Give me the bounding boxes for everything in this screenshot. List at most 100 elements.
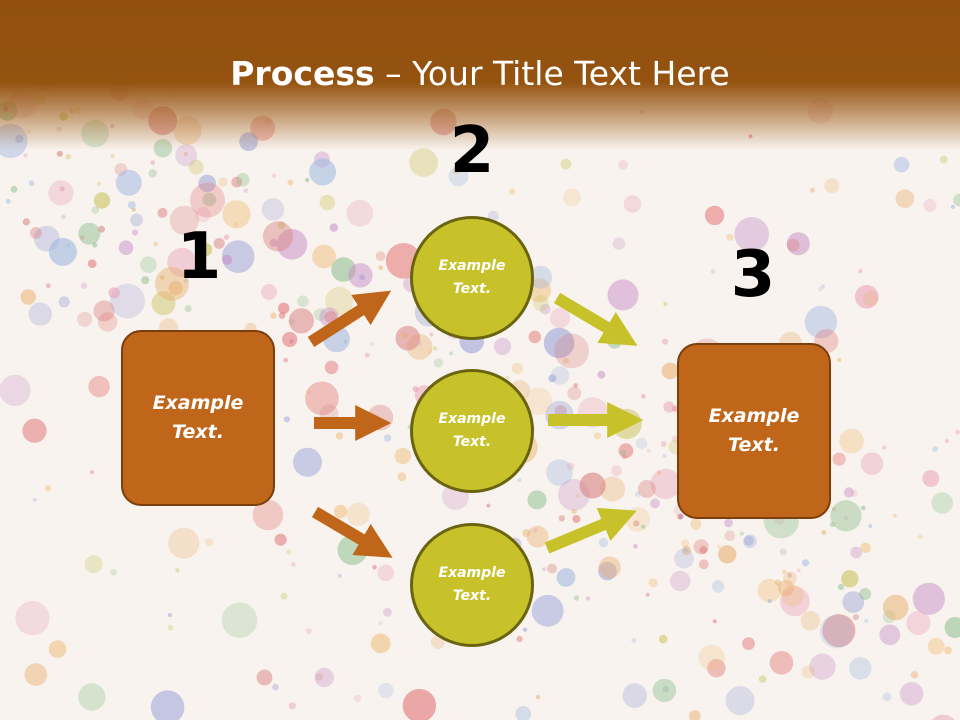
- bubble: [183, 152, 188, 157]
- bubble: [769, 651, 794, 675]
- bubble: [288, 308, 314, 334]
- bubble: [110, 569, 117, 576]
- bubble: [375, 251, 386, 261]
- bubble: [726, 233, 734, 241]
- bubble: [409, 148, 438, 177]
- bubble: [188, 159, 204, 175]
- bubble: [832, 507, 836, 512]
- bubble: [734, 217, 769, 252]
- bubble: [509, 188, 516, 195]
- header-band: [0, 0, 960, 150]
- bubble: [923, 198, 937, 212]
- bubble: [633, 543, 638, 549]
- bubble: [28, 302, 52, 326]
- bubble: [315, 673, 324, 681]
- bubble: [48, 640, 67, 658]
- bubble: [839, 428, 864, 454]
- bubble: [324, 360, 339, 375]
- bubble: [944, 617, 960, 638]
- bubble: [955, 429, 960, 435]
- bubble: [5, 199, 11, 204]
- bubble: [820, 284, 825, 289]
- bubble: [683, 547, 689, 552]
- bubble: [261, 284, 278, 300]
- bubble: [932, 446, 938, 452]
- bubble: [276, 229, 308, 260]
- bubble: [899, 682, 924, 706]
- bubble: [526, 525, 549, 548]
- bubble: [712, 580, 725, 593]
- bubble: [829, 521, 835, 528]
- bubble: [319, 194, 336, 211]
- bubble: [283, 357, 289, 363]
- bubble: [782, 569, 787, 575]
- bubble: [650, 498, 660, 509]
- bubble: [394, 447, 412, 465]
- bubble: [531, 594, 564, 627]
- bubble: [286, 549, 292, 555]
- bubble: [337, 573, 342, 578]
- bubble: [333, 504, 348, 519]
- bubble: [270, 312, 277, 320]
- bubble: [205, 537, 214, 546]
- bubble: [169, 205, 199, 235]
- bubble: [837, 583, 845, 591]
- bubble: [658, 634, 668, 644]
- bubble: [879, 624, 901, 646]
- bubble: [236, 173, 250, 187]
- bubble: [88, 375, 110, 398]
- bubble: [190, 182, 225, 218]
- bubble: [810, 187, 815, 193]
- bubble: [767, 599, 772, 604]
- bubble: [542, 567, 547, 572]
- bubble: [48, 180, 74, 206]
- bubble: [168, 281, 183, 296]
- bubble: [306, 628, 312, 634]
- bubble: [843, 515, 849, 521]
- bubble: [566, 462, 575, 471]
- bubble: [661, 362, 679, 380]
- bubble: [313, 308, 327, 322]
- bubble: [670, 570, 691, 592]
- bubble: [93, 300, 115, 322]
- bubble: [634, 491, 641, 497]
- bubble: [416, 340, 422, 347]
- bubble: [46, 283, 51, 289]
- bubble: [598, 561, 617, 581]
- bubble: [631, 637, 637, 644]
- bubble: [927, 637, 945, 655]
- bubble: [662, 685, 669, 693]
- bubble: [562, 188, 581, 207]
- bubble: [637, 480, 656, 498]
- bubble: [801, 559, 810, 567]
- bubble: [536, 695, 541, 700]
- bubble: [65, 153, 72, 160]
- bubble: [141, 276, 150, 285]
- bubble: [560, 158, 572, 170]
- bubble: [882, 692, 892, 702]
- bubble: [850, 490, 858, 497]
- bubble: [944, 439, 949, 443]
- bubble: [558, 515, 565, 522]
- bubble: [45, 485, 51, 492]
- bubble: [573, 595, 580, 601]
- bubble: [288, 702, 296, 710]
- bubble: [681, 539, 690, 548]
- bubble: [346, 199, 374, 227]
- bubble: [607, 279, 639, 311]
- bubble: [184, 305, 192, 313]
- step-1-label: Example Text.: [152, 392, 244, 443]
- bubble: [0, 374, 31, 406]
- bubble: [780, 586, 810, 617]
- bubble: [130, 213, 143, 227]
- bubble: [167, 247, 197, 278]
- bubble: [868, 524, 873, 528]
- bubble: [893, 156, 910, 173]
- bubble: [724, 518, 733, 528]
- bubble: [832, 452, 846, 466]
- bubble: [858, 269, 863, 274]
- bubble: [511, 362, 523, 375]
- bubble: [612, 237, 626, 250]
- circle-top: Example Text.: [410, 216, 534, 340]
